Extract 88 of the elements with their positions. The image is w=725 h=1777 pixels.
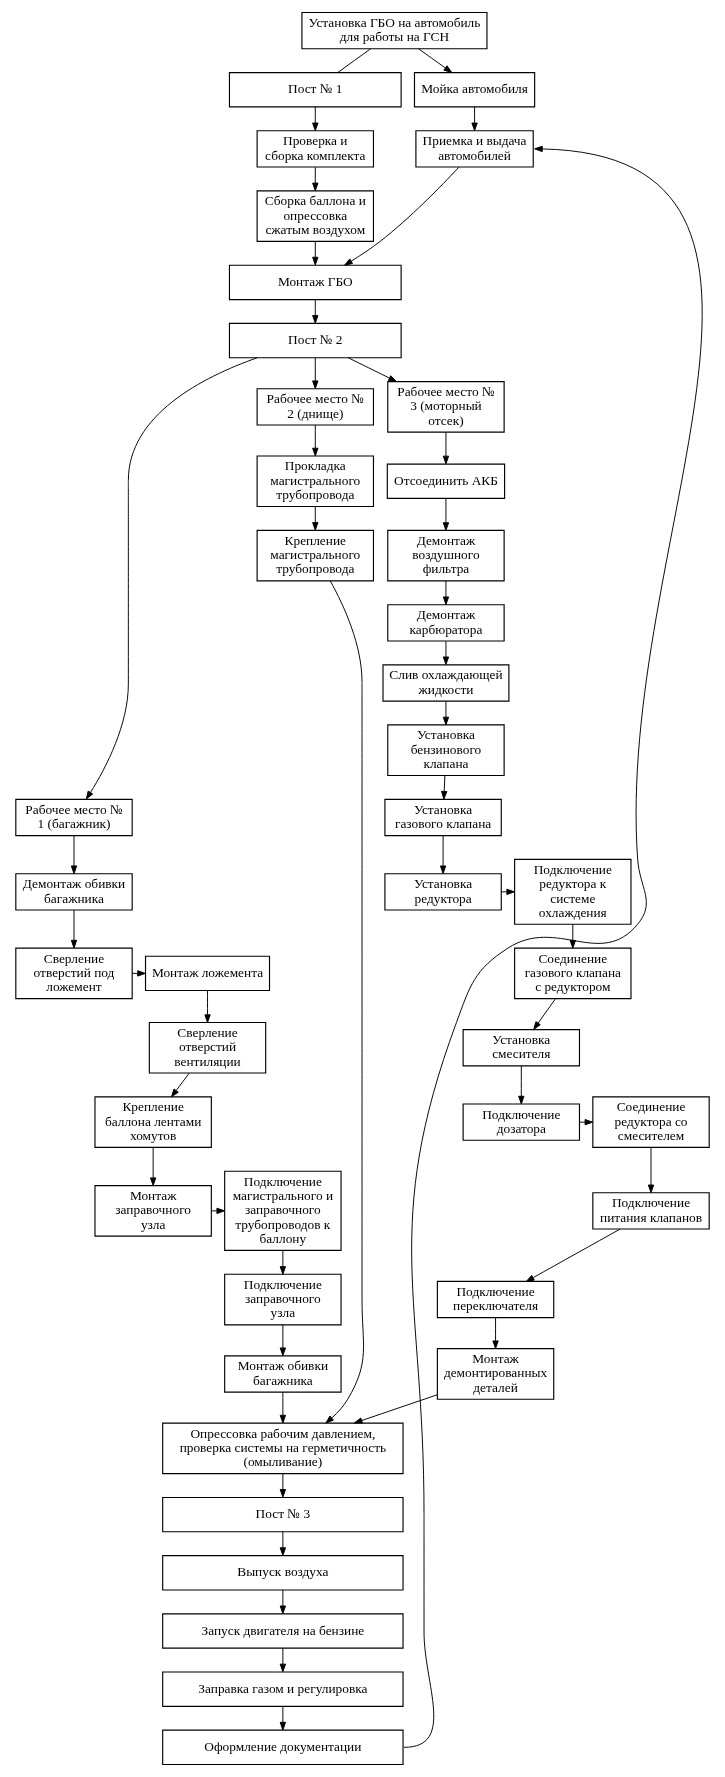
node-box: Сверление отверстий под ложемент	[15, 947, 133, 1000]
arrow	[569, 923, 576, 949]
arrow	[312, 506, 319, 531]
node-box: Прокладка магистрального трубопровода	[256, 455, 375, 508]
arrow	[418, 48, 453, 73]
arrow	[442, 700, 450, 726]
node-box: Пост № 2	[228, 322, 402, 359]
arrow	[70, 835, 78, 875]
node-box: Крепление баллона лентами хомутов	[94, 1096, 212, 1148]
node-box: Подключение дозатора	[462, 1103, 581, 1141]
node-box: Проверка и сборка комплекта	[256, 130, 375, 168]
node-box: Запуск двигателя на бензине	[162, 1613, 404, 1649]
connector	[337, 48, 372, 73]
node-box: Монтаж заправочного узла	[94, 1185, 212, 1237]
arrow	[442, 431, 450, 465]
node-box: Демонтаж карбюратора	[387, 604, 505, 642]
arrow	[70, 909, 78, 949]
arrow	[442, 640, 450, 666]
arrow	[312, 299, 319, 324]
node-box: Рабочее место № 3 (моторный отсек)	[387, 381, 505, 433]
arrow	[500, 888, 515, 895]
arrow	[171, 1072, 190, 1098]
arrow	[647, 1147, 655, 1194]
arrow	[312, 106, 319, 132]
node-box: Отсоединить АКБ	[386, 463, 506, 499]
node-box: Сборка баллона и опрессовка сжатым воздухом	[256, 190, 375, 242]
arrow	[131, 970, 146, 977]
arrow	[279, 1531, 286, 1556]
arrow	[279, 1473, 286, 1498]
node-box: Подключение заправочного узла	[224, 1273, 342, 1326]
arrow	[150, 1147, 157, 1186]
node-box: Монтаж ложемента	[144, 955, 271, 992]
node-box: Демонтаж воздушного фильтра	[387, 529, 505, 582]
arrow	[518, 1065, 525, 1105]
node-box: Крепление магистрального трубопровода	[256, 529, 375, 582]
arrow	[312, 166, 319, 192]
node-box: Опрессовка рабочим давлением, проверка системы на герметичность (омыливание)	[162, 1422, 404, 1475]
arrow	[471, 106, 478, 132]
node-box: Сверление отверстий вентиляции	[148, 1021, 267, 1074]
arrow	[312, 240, 319, 266]
arrow	[533, 998, 556, 1030]
arrow	[279, 1647, 286, 1673]
node-box: Пост № 3	[162, 1496, 404, 1533]
arrow	[442, 498, 450, 531]
node-box: Подключение магистрального и заправочного трубопроводов к баллону	[224, 1170, 342, 1251]
arrow	[85, 357, 258, 800]
node-box: Оформление документации	[162, 1729, 404, 1766]
arrow	[492, 1317, 499, 1349]
arrow	[279, 1589, 286, 1615]
arrow	[353, 1394, 438, 1424]
node-box: Установка бензинового клапана	[387, 724, 505, 777]
arrow	[204, 990, 211, 1023]
arrow	[279, 1391, 286, 1424]
node-box: Подключение питания клапанов	[592, 1192, 710, 1230]
arrow	[279, 1324, 286, 1357]
node-box: Приемка и выдача автомобилей	[415, 130, 534, 168]
arrow	[344, 166, 460, 266]
node-box: Заправка газом и регулировка	[162, 1671, 404, 1707]
node-box: Установка смесителя	[462, 1029, 581, 1067]
arrow	[403, 145, 703, 1748]
arrow	[525, 1228, 621, 1282]
node-box: Демонтаж обивки багажника	[15, 873, 133, 911]
arrow	[279, 1705, 286, 1731]
arrow	[439, 835, 447, 875]
arrow	[347, 357, 397, 382]
node-box: Монтаж обивки багажника	[224, 1355, 342, 1393]
node-box: Рабочее место № 2 (днище)	[256, 388, 375, 426]
arrow	[442, 580, 450, 605]
node-box: Монтаж ГБО	[228, 264, 402, 301]
node-box: Выпуск воздуха	[162, 1555, 404, 1591]
arrow	[279, 1250, 286, 1275]
node-box: Мойка автомобиля	[413, 72, 536, 108]
node-box: Установка редуктора	[384, 873, 502, 911]
node-box: Установка газового клапана	[384, 798, 502, 837]
node-box: Слив охлаждающей жидкости	[382, 664, 510, 702]
node-box: Монтаж демонтированных деталей	[436, 1348, 555, 1400]
node-box: Подключение переключателя	[436, 1280, 555, 1319]
node-box: Подключение редуктора к системе охлаждения	[514, 858, 632, 925]
node-box: Пост № 1	[228, 72, 402, 108]
arrow	[312, 357, 319, 389]
node-box: Соединение редуктора со смесителем	[592, 1096, 710, 1148]
node-box: Рабочее место № 1 (багажник)	[15, 798, 133, 837]
node-box: Соединение газового клапана с редуктором	[514, 947, 632, 1000]
arrow	[325, 580, 364, 1424]
arrow	[441, 775, 448, 800]
node-box: Установка ГБО на автомобиль для работы на ГСН	[301, 11, 488, 50]
arrow	[312, 424, 319, 457]
arrow	[210, 1207, 225, 1214]
